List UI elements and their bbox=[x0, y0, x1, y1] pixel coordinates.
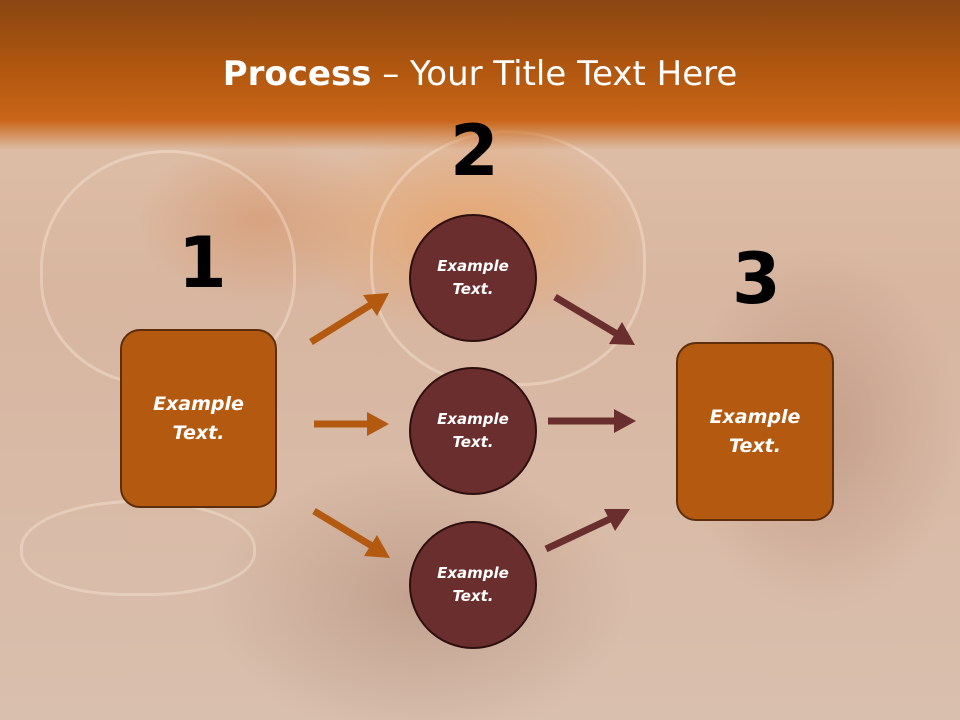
step-number-1: 1 bbox=[178, 222, 227, 304]
arrow-center-to-3 bbox=[548, 409, 636, 433]
arrow-1-to-top bbox=[309, 293, 389, 345]
title-bold: Process bbox=[222, 54, 372, 94]
arrow-1-to-bottom bbox=[312, 508, 390, 558]
middle-node-bottom[interactable]: Example Text. bbox=[409, 521, 537, 649]
middle-node-center-text: Example Text. bbox=[437, 410, 509, 451]
step-number-3: 3 bbox=[732, 238, 781, 320]
step-3-text: Example Text. bbox=[709, 405, 801, 457]
arrow-1-to-center bbox=[314, 412, 389, 436]
middle-node-center[interactable]: Example Text. bbox=[409, 367, 537, 495]
title-bar bbox=[0, 0, 960, 150]
title-rest: – Your Title Text Here bbox=[371, 54, 738, 94]
step-3-box[interactable]: Example Text. bbox=[676, 342, 834, 521]
middle-node-bottom-text: Example Text. bbox=[437, 564, 509, 605]
step-1-box[interactable]: Example Text. bbox=[120, 329, 277, 508]
step-number-2: 2 bbox=[450, 110, 499, 192]
arrow-bottom-to-3 bbox=[544, 509, 630, 553]
slide-title: Process – Your Title Text Here bbox=[0, 52, 960, 96]
step-1-text: Example Text. bbox=[153, 392, 244, 444]
arrow-top-to-3 bbox=[553, 293, 635, 345]
middle-node-top-text: Example Text. bbox=[437, 257, 509, 298]
middle-node-top[interactable]: Example Text. bbox=[409, 214, 537, 342]
